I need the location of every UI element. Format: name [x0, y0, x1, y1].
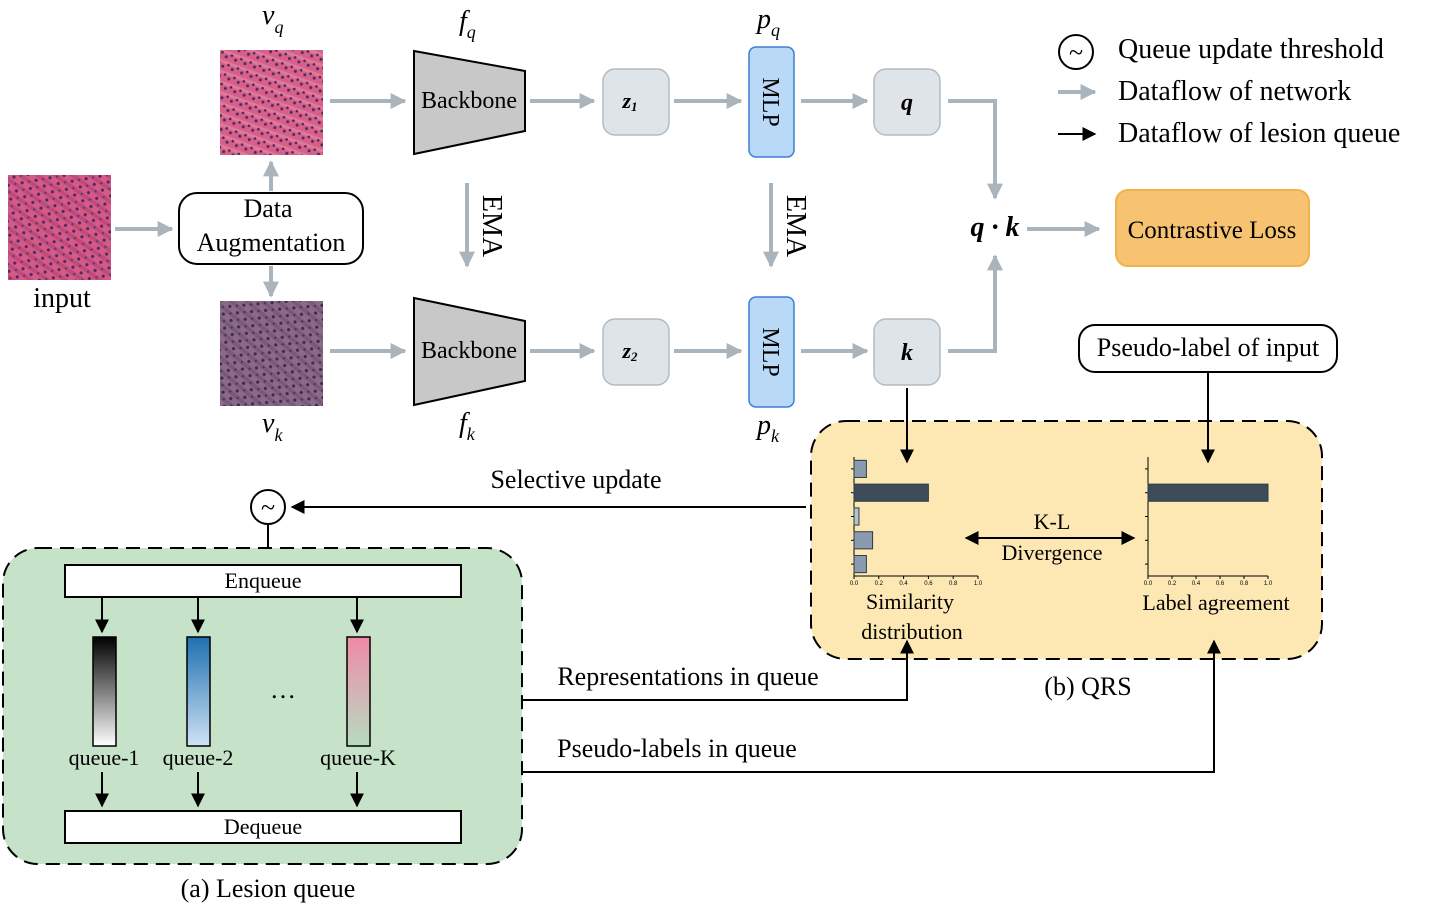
pseudo-label-input-box: [1078, 324, 1338, 373]
similarity-x-tick-label: 0.2: [875, 581, 884, 587]
similarity-bar: [853, 483, 929, 502]
similarity-x-tick-label: 0.0: [850, 581, 859, 587]
z2-node: [602, 318, 670, 386]
arrow-q-to-dot: [948, 99, 1003, 200]
similarity-line1: Similarity: [866, 589, 954, 614]
similarity-bar: [853, 531, 874, 550]
ema-backbone-label: EMA: [476, 195, 507, 258]
backbone-q: [413, 49, 526, 156]
selective-update-label: Selective update: [490, 465, 661, 494]
arrow-k-to-dot: [948, 254, 1003, 353]
arrow-pseudo-labels-to-qrs: [522, 639, 1221, 773]
z2-label: z2: [621, 338, 638, 364]
queue-ellipsis: …: [270, 675, 296, 704]
fq-label: fq: [459, 6, 476, 42]
enqueue-label: Enqueue: [225, 568, 302, 593]
legend-queue-label: Dataflow of lesion queue: [1118, 118, 1400, 149]
enqueue-box: [64, 564, 462, 598]
z1-node: [602, 68, 670, 136]
label-agreement-chart: 0.0 0.2 0.4 0.6 0.8 1.0: [1144, 457, 1273, 587]
input-label: input: [33, 283, 91, 314]
similarity-line2: distribution: [861, 619, 962, 644]
q-node: [873, 68, 941, 136]
similarity-x-tick-label: 0.4: [899, 581, 908, 587]
dequeue-box: [64, 810, 462, 844]
augmentation-line1: Data: [243, 194, 293, 223]
z1-label: z1: [621, 88, 637, 114]
agreement-bar: [1147, 483, 1269, 502]
dot-product-label: q · k: [971, 212, 1020, 243]
agreement-x-tick-label: 1.0: [1264, 581, 1273, 587]
lesion-queue-caption: (a) Lesion queue: [181, 874, 356, 903]
queue-2-bar: [186, 636, 211, 747]
kl-line1: K-L: [1034, 509, 1071, 534]
agreement-x-tick-label: 0.0: [1144, 581, 1153, 587]
pseudo-labels-label: Pseudo-labels in queue: [557, 734, 797, 763]
threshold-symbol: ~: [1069, 38, 1083, 67]
similarity-bar: [853, 555, 867, 574]
view-q-label: vq: [262, 0, 283, 37]
label-agreement-label: Label agreement: [1142, 590, 1289, 615]
similarity-x-tick-label: 0.8: [949, 581, 958, 587]
contrastive-loss-box: [1115, 189, 1310, 267]
legend: ~ Queue update threshold Dataflow of net…: [1058, 34, 1400, 149]
similarity-x-tick-label: 0.6: [924, 581, 933, 587]
queue-K-bar: [346, 636, 371, 747]
qrs-caption: (b) QRS: [1044, 672, 1131, 701]
queue-2-label: queue-2: [163, 745, 234, 770]
view-k-label: vk: [262, 408, 283, 445]
dequeue-label: Dequeue: [224, 814, 302, 839]
threshold-icon: [1058, 34, 1094, 70]
similarity-x-tick-label: 1.0: [974, 581, 983, 587]
queue-K-label: queue-K: [320, 745, 396, 770]
agreement-x-tick-label: 0.4: [1192, 581, 1201, 587]
legend-threshold-label: Queue update threshold: [1118, 34, 1384, 65]
backbone-k-label: Backbone: [421, 338, 517, 364]
agreement-x-tick-label: 0.2: [1168, 581, 1177, 587]
backbone-q-label: Backbone: [421, 88, 517, 114]
arrow-representations-to-qrs: [522, 639, 914, 701]
pq-label: pq: [755, 4, 780, 40]
contrastive-loss-label: Contrastive Loss: [1128, 217, 1297, 244]
kl-line2: Divergence: [1002, 540, 1103, 565]
legend-network-label: Dataflow of network: [1118, 76, 1351, 107]
view-q-image: [220, 50, 323, 155]
threshold-node-icon: [250, 489, 286, 525]
queue-1-label: queue-1: [69, 745, 140, 770]
fk-label: fk: [459, 408, 476, 444]
view-k-image: [220, 301, 323, 406]
mlp-k-label: MLP: [757, 327, 783, 376]
mlp-q: [748, 46, 795, 158]
mlp-q-label: MLP: [757, 77, 783, 126]
similarity-bar: [853, 459, 867, 478]
augmentation-box: [178, 192, 364, 265]
mlp-k: [748, 296, 795, 408]
backbone-k: [413, 296, 526, 407]
similarity-chart: 0.0 0.2 0.4 0.6 0.8 1.0: [850, 457, 983, 587]
k-node: [873, 318, 941, 386]
agreement-x-tick-label: 0.6: [1216, 581, 1225, 587]
queue-1-bar: [92, 636, 117, 747]
pk-label: pk: [755, 410, 780, 446]
k-label: k: [901, 340, 913, 366]
threshold-node-symbol: ~: [261, 493, 275, 522]
pseudo-label-input-label: Pseudo-label of input: [1097, 333, 1320, 362]
agreement-x-tick-label: 0.8: [1240, 581, 1249, 587]
q-label: q: [901, 90, 913, 116]
ema-mlp-label: EMA: [780, 195, 811, 258]
input-image: [8, 175, 111, 280]
similarity-bar: [853, 507, 860, 526]
representations-label: Representations in queue: [557, 662, 818, 691]
augmentation-line2: Augmentation: [197, 228, 346, 257]
lesion-queue-panel: [2, 547, 523, 865]
